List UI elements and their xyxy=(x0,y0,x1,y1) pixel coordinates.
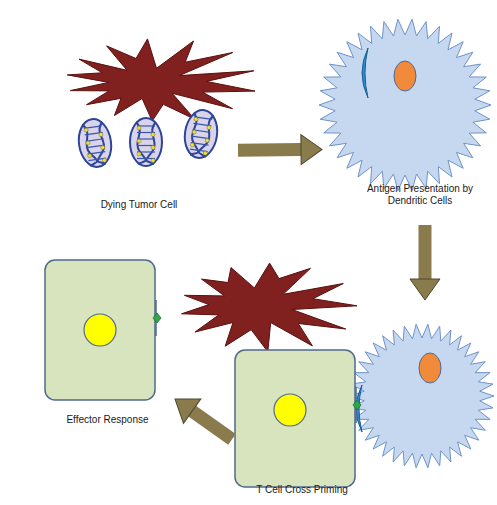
nucleus xyxy=(394,61,416,91)
dendritic-cell xyxy=(350,324,494,468)
cell-label: T Cell Cross Priming xyxy=(232,484,372,496)
cell-label: Antigen Presentation by Dendritic Cells xyxy=(360,183,480,207)
block-arrow xyxy=(192,411,232,439)
target-tumor-cell xyxy=(182,263,358,352)
tumor-cell xyxy=(67,39,255,121)
t-cell xyxy=(45,260,161,400)
cell-label: Effector Response xyxy=(40,414,175,426)
dendritic-cell xyxy=(319,19,491,190)
t-cell xyxy=(235,350,361,487)
dendritic-node: Antigen Presentation by Dendritic Cells xyxy=(322,15,490,225)
tumor-node: Dying Tumor Cell xyxy=(40,35,238,215)
dna-fragment xyxy=(76,117,114,169)
cell-label: Dying Tumor Cell xyxy=(40,199,238,211)
dna-fragment xyxy=(182,108,220,160)
dna-fragment xyxy=(130,118,162,166)
mhc-complex xyxy=(362,48,368,98)
block-arrow xyxy=(418,225,431,279)
block-arrow xyxy=(238,143,301,157)
nucleus xyxy=(419,353,441,383)
effector-node: Effector Response xyxy=(40,255,175,435)
priming-node: T Cell Cross Priming xyxy=(232,300,490,502)
